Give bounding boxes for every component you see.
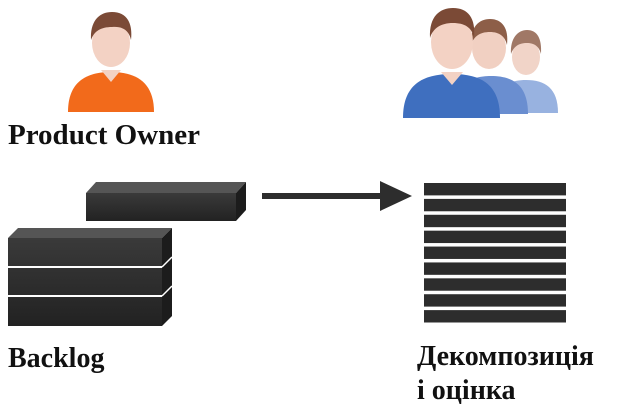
decomposed-item <box>424 230 566 244</box>
decomposed-item <box>424 278 566 291</box>
owner-head <box>92 19 130 67</box>
backlog-block <box>86 182 246 221</box>
product-owner-label: Product Owner <box>8 119 200 151</box>
decomposed-item <box>424 198 566 212</box>
decomposed-item <box>424 294 566 307</box>
arrow-right-icon <box>262 181 412 211</box>
owner-neck <box>101 70 121 82</box>
owner-shirt <box>68 72 154 112</box>
owner-hair <box>90 12 132 40</box>
decomposed-item <box>424 246 566 259</box>
backlog-stack <box>8 228 173 326</box>
team-icon <box>403 8 558 118</box>
person-icon <box>68 12 154 112</box>
decomposed-item <box>424 262 566 275</box>
stacked-items-icon <box>424 183 566 323</box>
team-member-front <box>403 8 500 118</box>
decomposition-label: Декомпозиція і оцінка <box>417 340 594 408</box>
backlog-blocks-icon <box>8 182 246 326</box>
decomposed-item <box>424 310 566 323</box>
backlog-label: Backlog <box>8 343 105 374</box>
decomposed-item <box>424 183 566 196</box>
decomposition-label-line2: і оцінка <box>417 375 516 406</box>
decomposition-label-line1: Декомпозиція <box>417 341 594 372</box>
decomposed-item <box>424 214 566 228</box>
